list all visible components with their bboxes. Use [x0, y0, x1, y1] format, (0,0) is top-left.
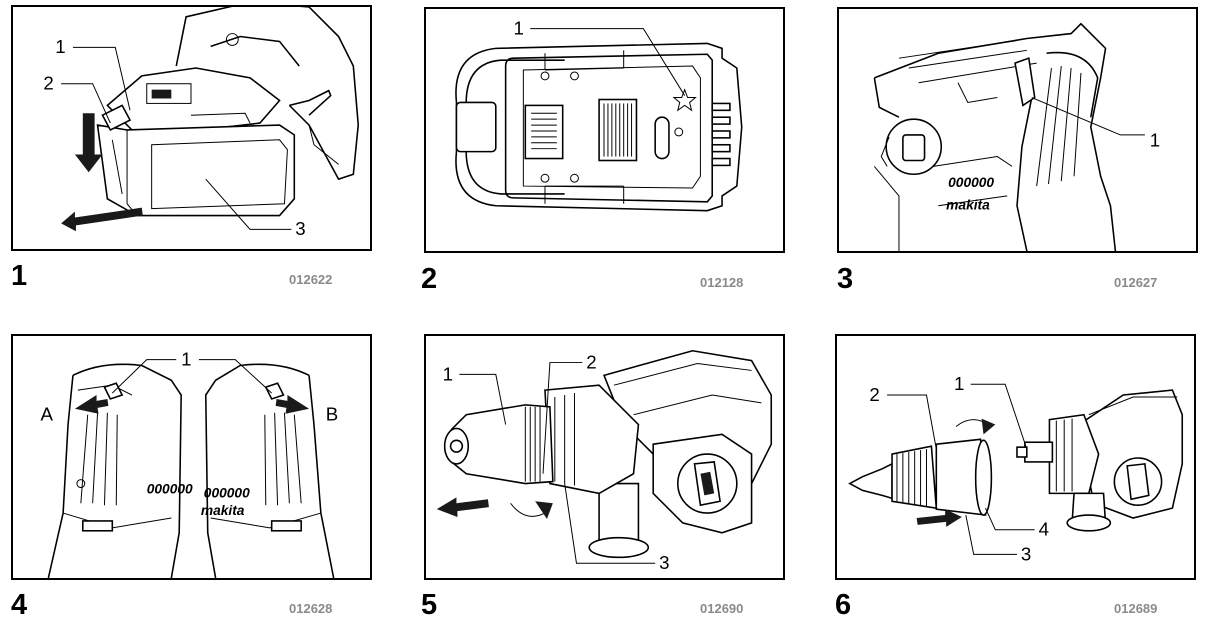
figure-3-model-mark: 000000	[948, 175, 994, 190]
battery-removal-drawing: 1 2 3	[43, 7, 360, 239]
figure-1-number: 1	[11, 260, 28, 292]
switch-trigger-drawing: 000000 makita 1	[873, 22, 1160, 251]
figure-5-callout-2: 2	[586, 351, 596, 372]
quick-change-chuck-drawing: 1 2 3 4	[848, 373, 1184, 564]
battery-terminal-drawing: 1	[455, 18, 743, 212]
figure-4-callout-1: 1	[181, 349, 191, 370]
figure-4-code: 012628	[289, 601, 333, 616]
figure-3-callout-1: 1	[1150, 130, 1160, 151]
figure-4-number: 4	[11, 589, 28, 621]
chuck-removal-drawing: 1 2 3	[436, 349, 773, 573]
figure-3-number: 3	[837, 263, 854, 295]
figure-3-code: 012627	[1114, 275, 1158, 290]
figure-6-number: 6	[835, 589, 852, 621]
figure-6-callout-1: 1	[954, 373, 964, 394]
figure-6-illustration: 1 2 3 4	[835, 334, 1196, 580]
figure-2-number: 2	[421, 263, 438, 295]
figure-1-code: 012622	[289, 272, 333, 287]
figure-6-code: 012689	[1114, 601, 1158, 616]
figure-5-number: 5	[421, 589, 438, 621]
figure-4-model-mark-left: 000000	[147, 481, 193, 496]
figure-5-illustration: 1 2 3	[424, 334, 785, 580]
figure-4-label-a: A	[40, 404, 53, 425]
figure-3-illustration: 000000 makita 1	[837, 7, 1198, 253]
figure-4-model-mark-right: 000000	[204, 485, 250, 500]
figure-1-callout-2: 2	[43, 73, 53, 94]
figure-5-callout-1: 1	[443, 363, 453, 384]
figure-4-brand-logo: makita	[201, 503, 245, 518]
figure-6-callout-3: 3	[1021, 543, 1031, 564]
figure-4-label-b: B	[326, 404, 338, 425]
figure-6-callout-4: 4	[1039, 519, 1049, 540]
figure-5-code: 012690	[700, 601, 744, 616]
figure-2-callout-1: 1	[514, 18, 524, 39]
figure-5-callout-3: 3	[659, 552, 669, 573]
reversing-switch-drawing: 000000 000000 makita A B 1	[40, 336, 338, 578]
figure-1-callout-3: 3	[295, 218, 305, 239]
figure-1-callout-1: 1	[55, 36, 65, 57]
figure-1-illustration: 1 2 3	[11, 5, 372, 251]
figure-2-code: 012128	[700, 275, 744, 290]
figure-4-illustration: 000000 000000 makita A B 1	[11, 334, 372, 580]
figure-2-illustration: 1	[424, 7, 785, 253]
figure-3-brand-logo: makita	[946, 198, 990, 213]
figure-6-callout-2: 2	[869, 384, 879, 405]
